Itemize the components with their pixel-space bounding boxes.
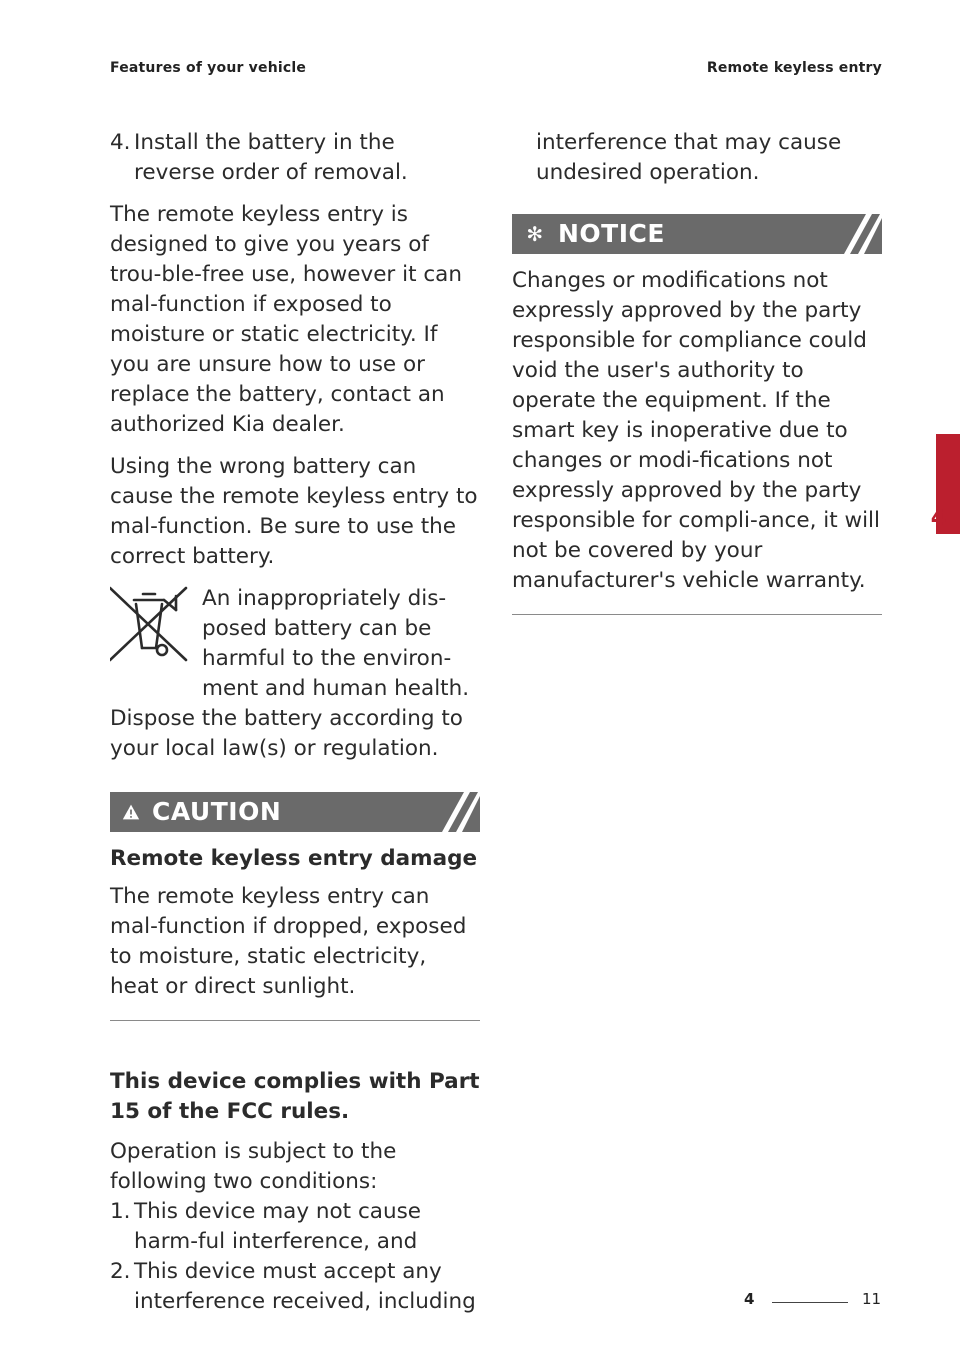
chapter-tab bbox=[936, 434, 960, 534]
banner-slash-decoration bbox=[844, 214, 882, 254]
banner-slash-decoration bbox=[442, 792, 480, 832]
notice-label: NOTICE bbox=[558, 219, 665, 248]
notice-end-rule bbox=[512, 614, 882, 615]
condition-text: This device may not cause harm-ful inter… bbox=[134, 1199, 421, 1254]
fcc-heading: This device complies with Part 15 of the… bbox=[110, 1069, 480, 1124]
caution-banner: CAUTION bbox=[110, 792, 480, 832]
condition-text: This device must accept any interference… bbox=[134, 1259, 476, 1314]
warning-triangle-icon bbox=[122, 804, 140, 820]
condition-number: 1. bbox=[110, 1199, 131, 1224]
left-column: 4. Install the battery in the reverse or… bbox=[110, 128, 480, 1317]
reliability-paragraph: The remote keyless entry is designed to … bbox=[110, 202, 462, 437]
notice-text: Changes or modifications not expressly a… bbox=[512, 268, 881, 593]
step-text: Install the battery in the reverse order… bbox=[134, 130, 408, 185]
notice-banner: ✻ NOTICE bbox=[512, 214, 882, 254]
condition-continuation: interference that may cause undesired op… bbox=[512, 128, 882, 188]
chapter-tab-number: 4 bbox=[930, 506, 946, 531]
step-number: 4. bbox=[110, 130, 131, 155]
caution-subheading: Remote keyless entry damage bbox=[110, 846, 478, 871]
asterisk-icon: ✻ bbox=[526, 222, 544, 246]
fcc-intro: Operation is subject to the following tw… bbox=[110, 1139, 397, 1194]
condition-2: 2. This device must accept any interfere… bbox=[110, 1257, 480, 1317]
right-column: interference that may cause undesired op… bbox=[512, 128, 882, 615]
footer-chapter-number: 4 bbox=[744, 1290, 755, 1308]
condition-continuation-text: interference that may cause undesired op… bbox=[536, 130, 842, 185]
running-header-section: Features of your vehicle bbox=[110, 60, 307, 76]
running-header-topic: Remote keyless entry bbox=[706, 60, 882, 76]
step-4: 4. Install the battery in the reverse or… bbox=[110, 128, 480, 188]
disposal-warning-text: An inappropriately dis-posed battery can… bbox=[202, 586, 470, 701]
footer-page-number: 11 bbox=[862, 1290, 882, 1308]
wrong-battery-paragraph: Using the wrong battery can cause the re… bbox=[110, 454, 478, 569]
condition-number: 2. bbox=[110, 1259, 131, 1284]
crossed-bin-icon bbox=[110, 586, 188, 662]
disposal-block: An inappropriately dis-posed battery can… bbox=[110, 584, 480, 704]
disposal-instruction: Dispose the battery according to your lo… bbox=[110, 706, 463, 761]
caution-label: CAUTION bbox=[152, 797, 282, 826]
footer-divider bbox=[772, 1302, 848, 1303]
caution-end-rule bbox=[110, 1020, 480, 1021]
condition-1: 1. This device may not cause harm-ful in… bbox=[110, 1197, 480, 1257]
caution-text: The remote keyless entry can mal-functio… bbox=[110, 884, 467, 999]
